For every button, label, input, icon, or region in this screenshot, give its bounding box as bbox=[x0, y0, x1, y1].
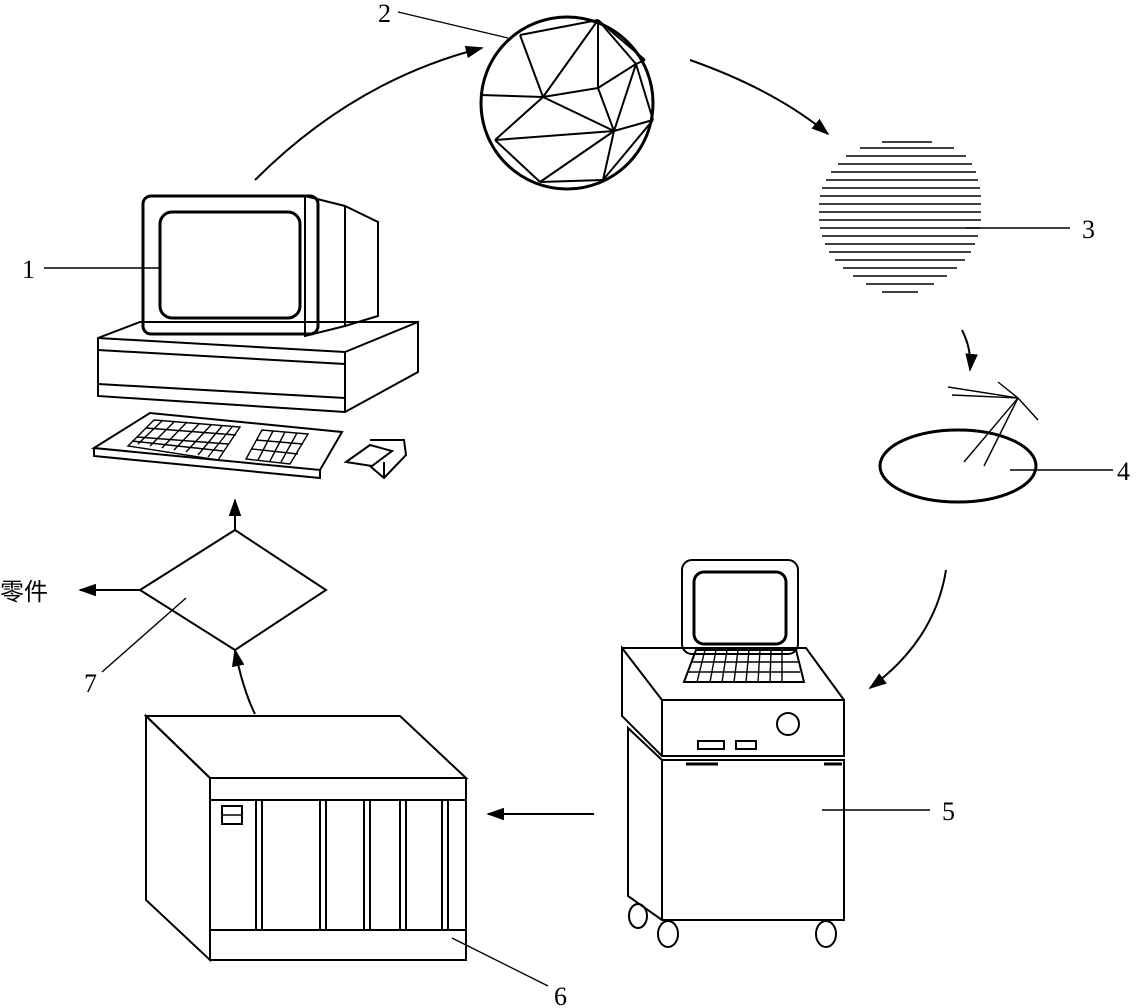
label-7: 7 bbox=[84, 669, 97, 698]
label-4: 4 bbox=[1117, 457, 1130, 486]
leader-6 bbox=[451, 937, 549, 987]
leader-2 bbox=[397, 11, 509, 39]
sliced-layers-icon bbox=[819, 141, 981, 293]
computer-workstation-icon bbox=[90, 194, 419, 480]
leader-7 bbox=[101, 597, 187, 673]
forming-machine-icon bbox=[143, 713, 469, 963]
label-3: 3 bbox=[1082, 215, 1095, 244]
label-2: 2 bbox=[378, 0, 391, 28]
arrow-machine-to-decision bbox=[232, 648, 256, 715]
leader-lines bbox=[44, 11, 1113, 987]
arrow-mesh-to-slices bbox=[689, 59, 830, 136]
label-1: 1 bbox=[22, 255, 35, 284]
arrow-computer-to-mesh bbox=[254, 45, 484, 181]
flow-arrows bbox=[78, 45, 978, 821]
label-part-output: 零件 bbox=[0, 578, 48, 606]
laser-scan-icon bbox=[878, 381, 1039, 504]
mesh-model-icon bbox=[479, 15, 655, 191]
decision-diamond bbox=[138, 528, 328, 652]
label-6: 6 bbox=[554, 982, 567, 1008]
label-5: 5 bbox=[942, 797, 955, 826]
arrow-scan-to-control bbox=[868, 569, 947, 690]
arrow-slices-to-scan bbox=[961, 329, 978, 372]
control-unit-icon bbox=[621, 559, 845, 948]
